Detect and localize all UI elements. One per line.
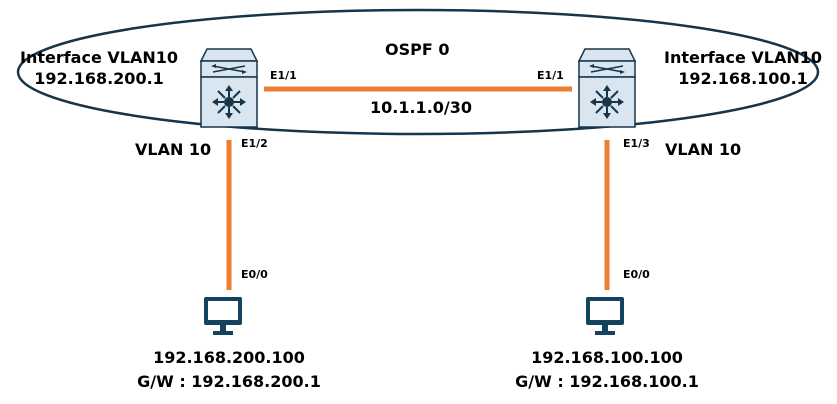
layer3-switch-icon bbox=[201, 49, 257, 127]
right-pc-ip: 192.168.100.100 bbox=[531, 348, 683, 367]
left-uplink-port-label: E1/1 bbox=[270, 69, 297, 82]
left-vlan-label: VLAN 10 bbox=[135, 140, 212, 159]
layer3-switch-icon bbox=[579, 49, 635, 127]
left-interface-ip: 192.168.200.1 bbox=[34, 69, 164, 88]
left-pc-gateway: G/W : 192.168.200.1 bbox=[137, 372, 321, 391]
right-uplink-port-label: E1/1 bbox=[537, 69, 564, 82]
pc-monitor-icon bbox=[204, 297, 242, 335]
left-downlink-port-label: E1/2 bbox=[241, 137, 268, 150]
right-interface-ip: 192.168.100.1 bbox=[678, 69, 808, 88]
right-downlink-port-label: E1/3 bbox=[623, 137, 650, 150]
ospf-label: OSPF 0 bbox=[385, 40, 450, 59]
right-vlan-label: VLAN 10 bbox=[665, 140, 742, 159]
subnet-label: 10.1.1.0/30 bbox=[370, 98, 473, 117]
ospf-area-ellipse bbox=[16, 8, 820, 136]
left-interface-title: Interface VLAN10 bbox=[19, 48, 178, 67]
left-pc-port-label: E0/0 bbox=[241, 268, 268, 281]
pc-monitor-icon bbox=[586, 297, 624, 335]
right-interface-title: Interface VLAN10 bbox=[663, 48, 822, 67]
right-pc-port-label: E0/0 bbox=[623, 268, 650, 281]
left-pc-ip: 192.168.200.100 bbox=[153, 348, 305, 367]
right-pc-gateway: G/W : 192.168.100.1 bbox=[515, 372, 699, 391]
